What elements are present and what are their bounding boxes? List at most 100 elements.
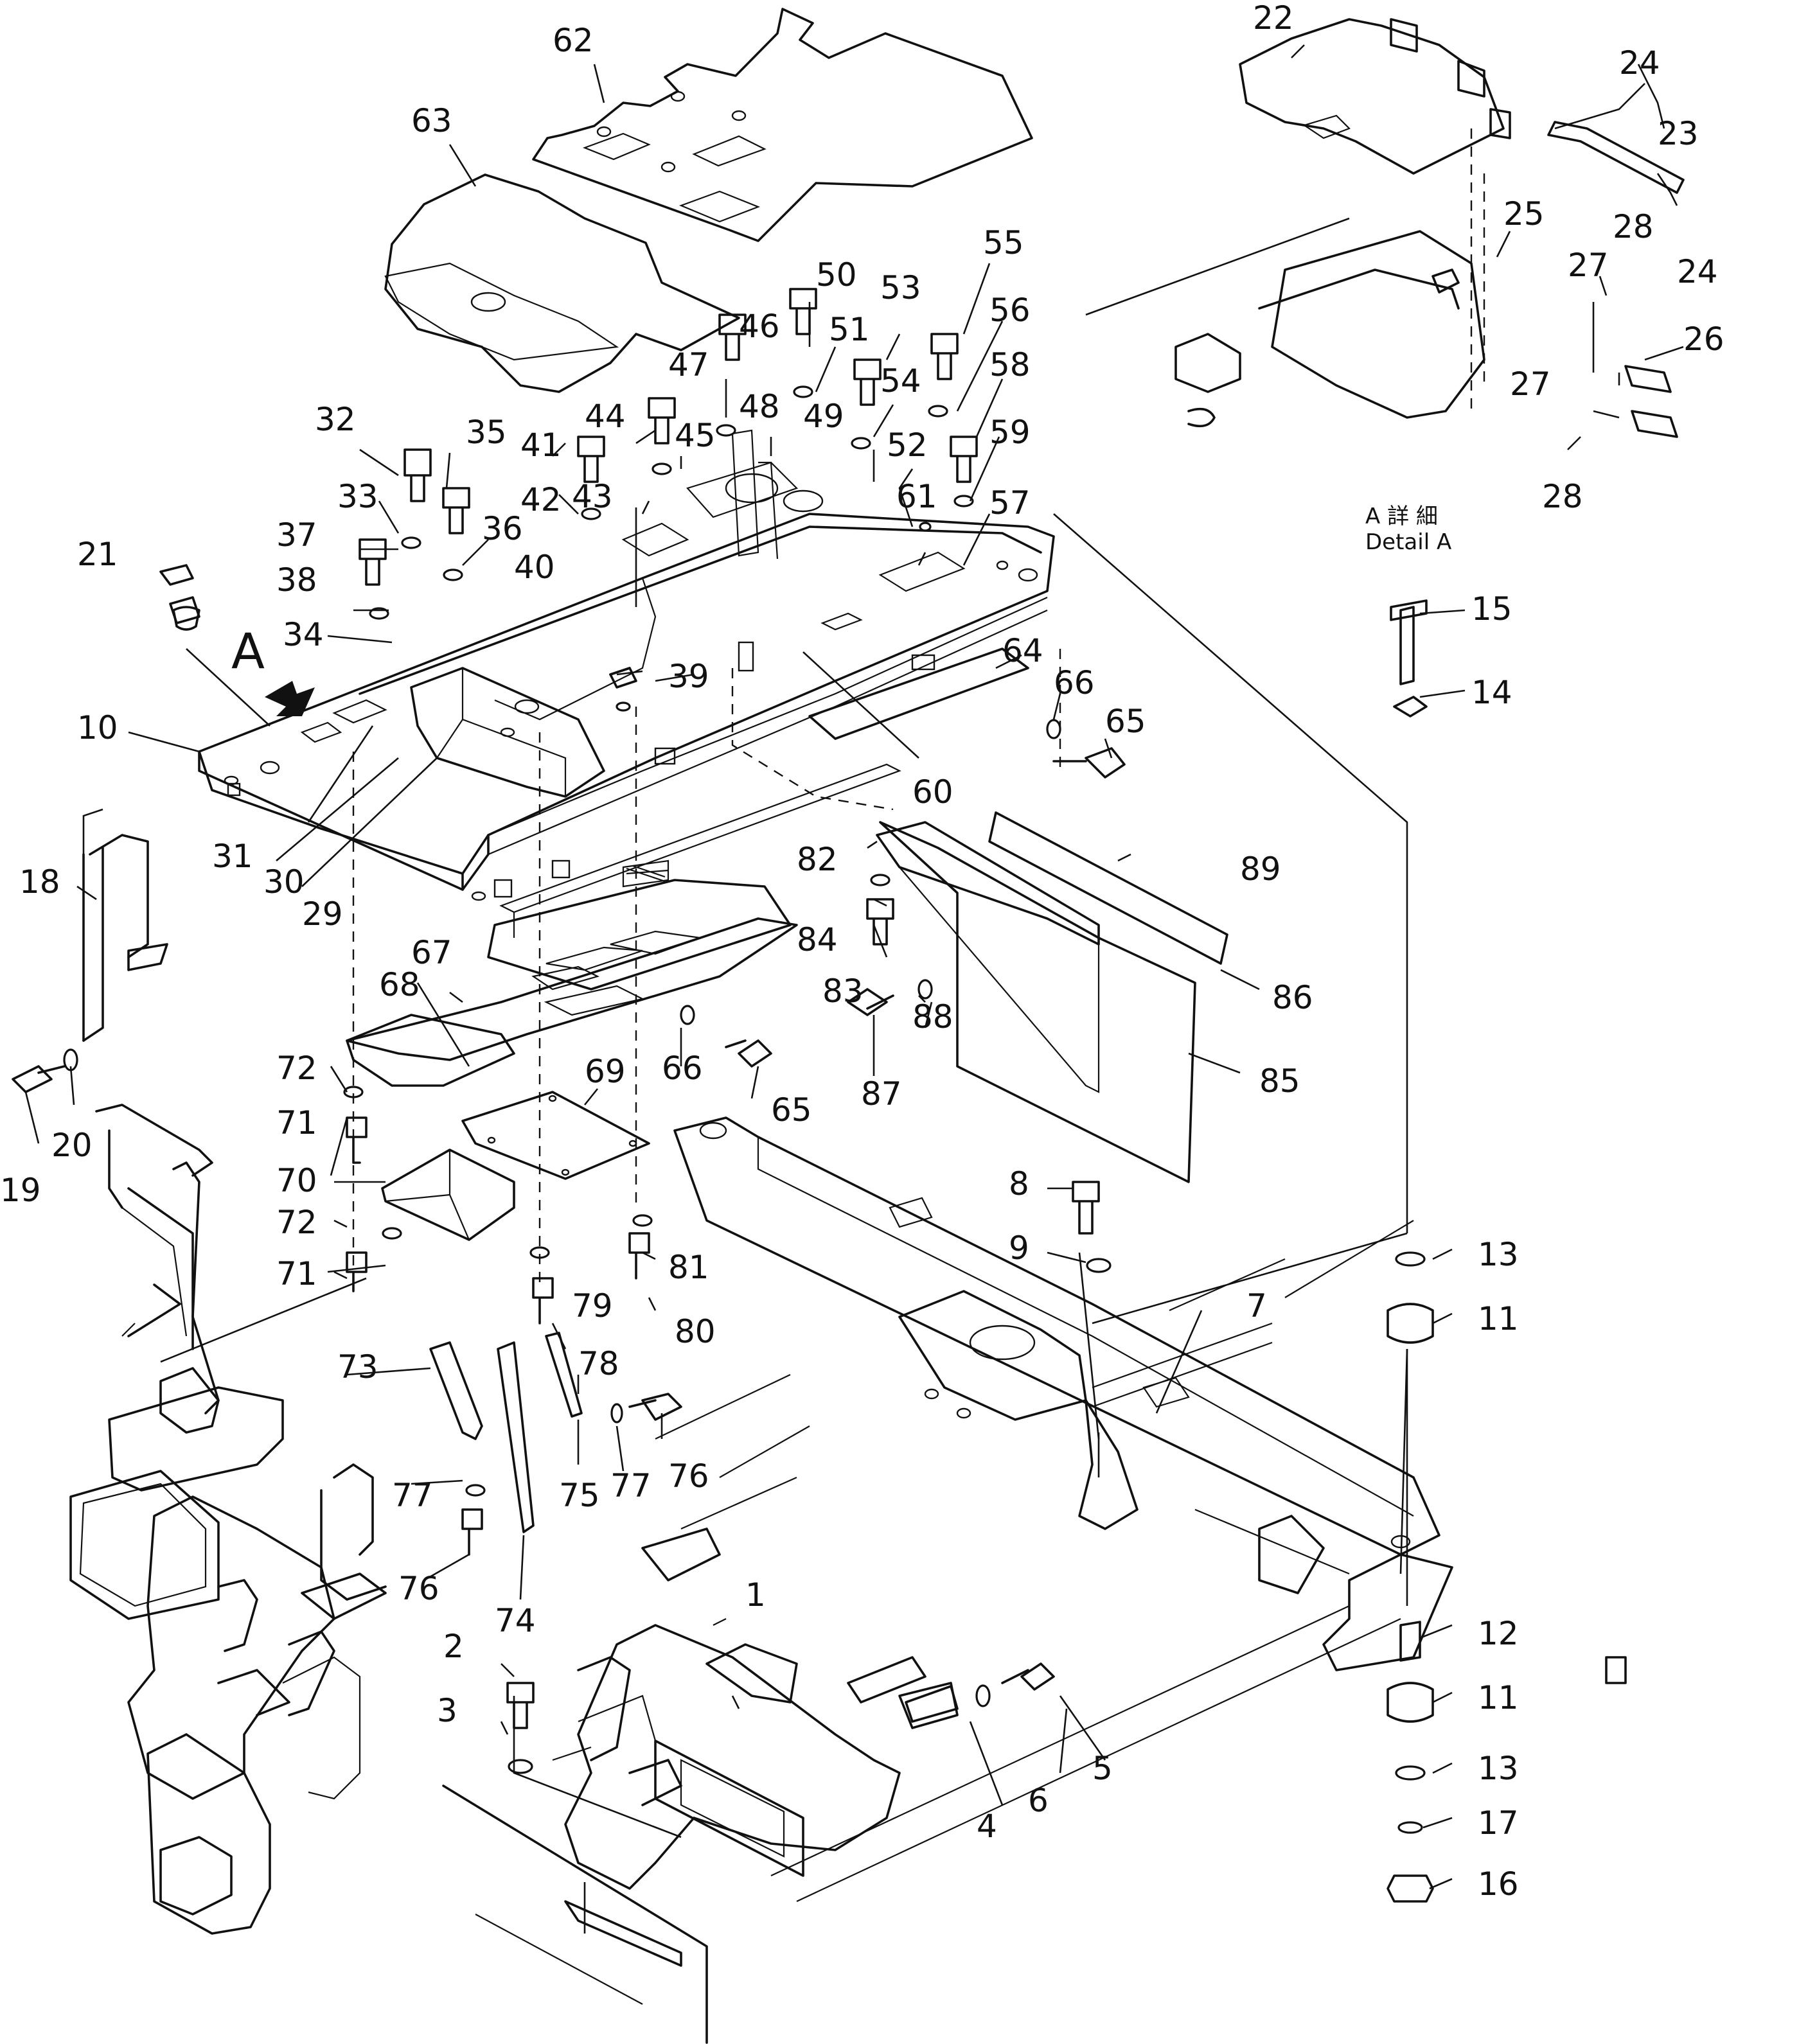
callout-57: 57 (989, 484, 1031, 522)
callout-79: 79 (572, 1287, 613, 1325)
callout-25: 25 (1503, 195, 1545, 233)
callout-46: 46 (739, 308, 780, 345)
base-structure (69, 1220, 1414, 2044)
callout-19: 19 (0, 1172, 41, 1209)
callout-78: 78 (578, 1345, 619, 1382)
rail-86 (988, 811, 1228, 965)
handrail-18 (82, 834, 168, 1042)
callout-29: 29 (302, 895, 343, 933)
callout-17: 17 (1478, 1804, 1519, 1842)
callout-42: 42 (520, 481, 562, 518)
callout-50: 50 (816, 256, 857, 294)
callout-15: 15 (1471, 590, 1512, 628)
callout-28b: 28 (1542, 478, 1583, 515)
callout-55: 55 (983, 224, 1024, 261)
floor-mat-63 (384, 173, 740, 393)
callout-53: 53 (880, 269, 921, 306)
plate-69 (461, 1091, 650, 1180)
callout-5: 5 (1092, 1750, 1113, 1787)
callout-87: 87 (861, 1075, 902, 1113)
callout-34: 34 (283, 616, 324, 653)
callout-6: 6 (1028, 1782, 1049, 1819)
callout-32: 32 (315, 401, 356, 438)
callout-52: 52 (887, 427, 928, 464)
callout-80: 80 (675, 1313, 716, 1350)
callout-59: 59 (989, 414, 1031, 451)
callout-70: 70 (276, 1162, 317, 1199)
callout-54: 54 (880, 362, 921, 400)
callout-12: 12 (1478, 1615, 1519, 1652)
callout-64: 64 (1002, 632, 1043, 669)
callout-68: 68 (379, 966, 420, 1003)
callout-36: 36 (482, 510, 523, 547)
fasteners (12, 288, 1627, 1774)
callout-58: 58 (989, 346, 1031, 383)
callout-41: 41 (520, 427, 562, 464)
lever-assembly (95, 1104, 220, 1434)
callout-21: 21 (77, 536, 118, 573)
callout-24a: 24 (1619, 44, 1660, 82)
view-arrow-icon (265, 681, 315, 716)
callout-9: 9 (1009, 1229, 1029, 1267)
callout-11a: 11 (1478, 1300, 1519, 1337)
callout-76b: 76 (398, 1570, 439, 1607)
callout-65a: 65 (1105, 703, 1146, 740)
callout-43: 43 (572, 478, 613, 515)
plate-74 (497, 1341, 535, 1533)
plate-68 (346, 1014, 515, 1087)
callout-28a: 28 (1613, 208, 1654, 245)
callout-31: 31 (212, 838, 253, 875)
callout-30: 30 (263, 863, 305, 901)
callout-16: 16 (1478, 1865, 1519, 1903)
callout-51: 51 (829, 311, 870, 348)
callout-84: 84 (797, 921, 838, 958)
callout-27b: 27 (1510, 366, 1551, 403)
callout-49: 49 (803, 398, 844, 435)
callout-67: 67 (411, 934, 452, 971)
callout-74: 74 (495, 1602, 536, 1639)
callout-56: 56 (989, 292, 1031, 329)
view-marker-a: A (231, 622, 265, 680)
callout-71b: 71 (276, 1255, 317, 1292)
callout-81: 81 (668, 1249, 709, 1286)
callout-72a: 72 (276, 1050, 317, 1087)
callout-7: 7 (1246, 1287, 1267, 1325)
callout-2: 2 (443, 1628, 464, 1665)
callout-88: 88 (912, 998, 953, 1035)
callout-33: 33 (337, 478, 378, 515)
callout-leaders (24, 44, 1684, 1890)
handrail-front (217, 1463, 682, 1806)
callout-71a: 71 (276, 1104, 317, 1141)
callout-8: 8 (1009, 1165, 1029, 1203)
callout-86: 86 (1272, 979, 1313, 1016)
callouts: 1 2 3 4 5 6 7 8 9 10 11 11 12 13 13 14 1… (0, 0, 1724, 1903)
callout-83: 83 (822, 973, 864, 1010)
callout-85: 85 (1259, 1062, 1300, 1100)
detail-title-en: Detail A (1365, 529, 1451, 555)
plate-64 (499, 648, 1029, 938)
callout-77b: 77 (610, 1467, 651, 1504)
side-panel-85 (879, 821, 1196, 1183)
callout-89: 89 (1240, 850, 1281, 888)
callout-77a: 77 (392, 1477, 433, 1514)
callout-76a: 76 (668, 1458, 709, 1495)
plate-73 (429, 1341, 483, 1440)
callout-66a: 66 (1054, 664, 1095, 701)
callout-69: 69 (585, 1053, 626, 1090)
callout-22: 22 (1253, 0, 1294, 37)
callout-40: 40 (514, 549, 555, 586)
plate-75 (545, 1332, 583, 1418)
detail-a-panel (1174, 18, 1685, 438)
callout-35: 35 (466, 414, 507, 451)
callout-82: 82 (797, 841, 838, 878)
mount-stack (1387, 599, 1434, 1903)
detail-title-cjk: A 詳 細 (1365, 504, 1438, 529)
callout-39: 39 (668, 658, 709, 695)
callout-20: 20 (51, 1127, 93, 1164)
assembly-guides (82, 217, 1408, 1934)
callout-27a: 27 (1568, 247, 1609, 284)
callout-13b: 13 (1478, 1750, 1519, 1787)
callout-3: 3 (437, 1692, 457, 1729)
callout-65b: 65 (771, 1091, 812, 1129)
